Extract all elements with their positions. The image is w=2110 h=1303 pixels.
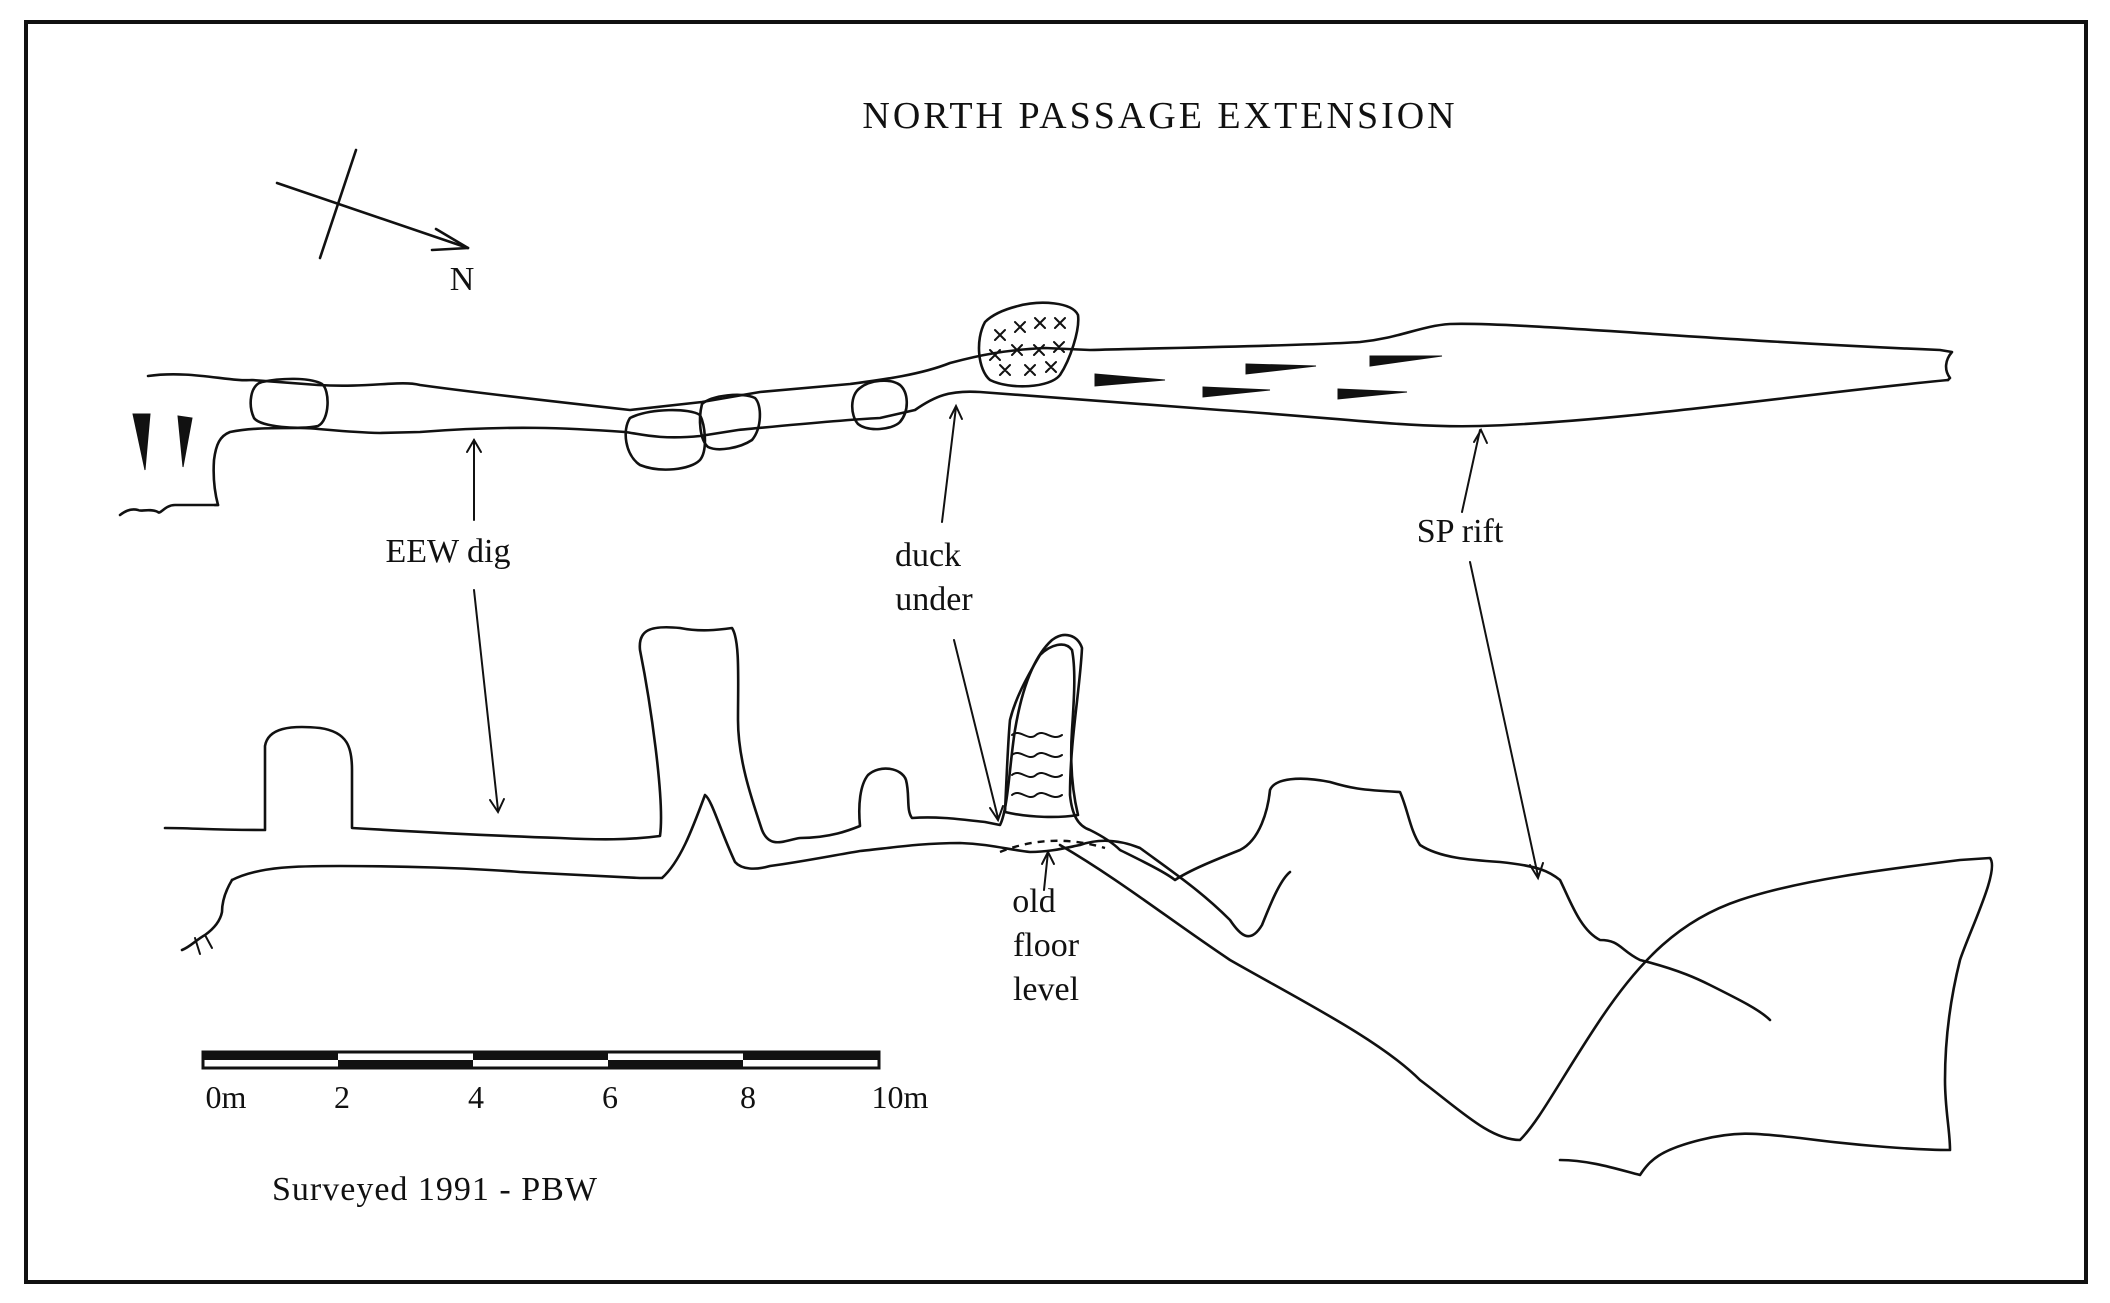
entrance-pitch-markers <box>132 413 193 471</box>
scale-bar-ticks: 0m 2 4 6 8 10m <box>206 1079 929 1115</box>
elevation-view <box>163 625 1994 1177</box>
label-duck-under-line2: under <box>895 581 973 618</box>
north-arrow-icon <box>275 148 470 260</box>
scale-tick-label: 4 <box>468 1079 484 1115</box>
rift-dip-markers <box>1094 355 1443 400</box>
plan-boulder <box>698 393 762 451</box>
plan-lower-wall <box>212 378 1950 507</box>
plan-boulder <box>624 408 707 471</box>
old-floor-dashed-line <box>999 839 1106 854</box>
elevation-flooded-column <box>1003 643 1080 819</box>
plan-hatch-marks <box>989 317 1066 376</box>
survey-title: NORTH PASSAGE EXTENSION <box>862 95 1457 137</box>
plan-hatched-chamber <box>977 301 1080 388</box>
scale-tick-label: 2 <box>334 1079 350 1115</box>
scale-tick-label: 6 <box>602 1079 618 1115</box>
label-sp-rift: SP rift <box>1417 513 1504 550</box>
plan-upper-wall <box>146 322 1954 412</box>
leader-arrows <box>466 403 1544 891</box>
scale-tick-label: 8 <box>740 1079 756 1115</box>
label-old-floor-line3: level <box>1013 971 1079 1008</box>
label-old-floor-line1: old <box>1012 883 1055 920</box>
plan-boulder <box>850 379 909 431</box>
elevation-rift-chamber <box>1058 843 1994 1177</box>
north-label: N <box>450 261 475 298</box>
label-old-floor-line2: floor <box>1013 927 1080 964</box>
plan-entrance-floor <box>118 503 220 517</box>
elevation-floor <box>230 793 1292 938</box>
label-duck-under-line1: duck <box>895 537 961 574</box>
elevation-entrance-detail <box>194 934 213 955</box>
scale-tick-label: 0m <box>206 1079 247 1115</box>
plan-boulder <box>249 377 329 430</box>
scale-tick-label: 10m <box>872 1079 929 1115</box>
border-frame <box>24 20 2088 1284</box>
plan-view <box>118 301 1954 517</box>
water-wave-marks <box>1011 732 1063 798</box>
elevation-roof <box>163 625 1772 1022</box>
label-eew-dig: EEW dig <box>386 533 511 570</box>
survey-credit: Surveyed 1991 - PBW <box>272 1171 598 1208</box>
scale-bar <box>201 1050 881 1070</box>
elevation-entrance-drop <box>180 878 234 952</box>
